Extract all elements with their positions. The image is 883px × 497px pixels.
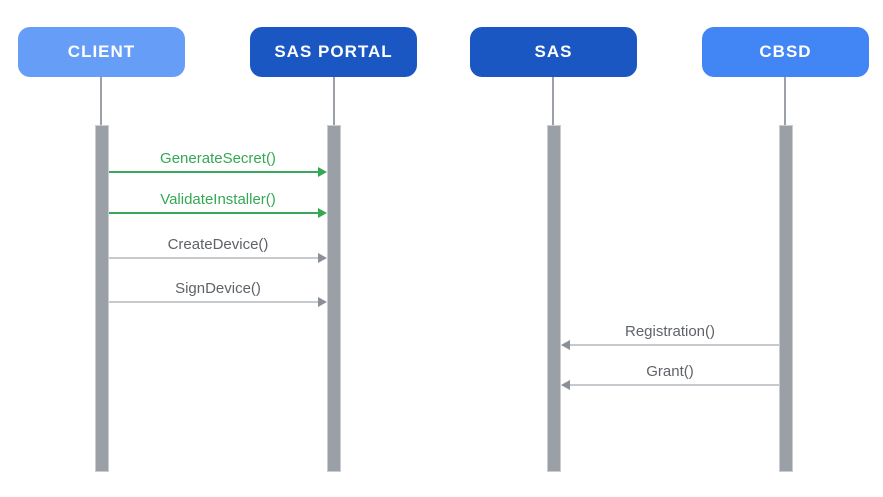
activation-bar-cbsd bbox=[779, 125, 793, 472]
arrowhead bbox=[318, 297, 327, 307]
actor-sas-label: SAS bbox=[534, 42, 573, 61]
actor-sas-portal-label: SAS PORTAL bbox=[274, 42, 393, 61]
actor-client-label: CLIENT bbox=[67, 42, 136, 61]
lifeline-sas bbox=[552, 77, 554, 125]
message-line bbox=[109, 257, 319, 259]
arrowhead bbox=[561, 340, 570, 350]
lifeline-sas-portal bbox=[333, 77, 335, 125]
message-line bbox=[109, 212, 319, 214]
lifeline-client bbox=[100, 77, 102, 125]
activation-bar-client bbox=[95, 125, 109, 472]
actor-sas-portal: SAS PORTAL bbox=[250, 27, 417, 77]
message-line bbox=[109, 171, 319, 173]
actor-sas: SAS bbox=[470, 27, 637, 77]
arrowhead bbox=[318, 253, 327, 263]
message-generate-secret-label: GenerateSecret() bbox=[160, 150, 276, 167]
message-line bbox=[569, 344, 779, 346]
message-create-device-label: CreateDevice() bbox=[167, 236, 269, 253]
actor-cbsd: CBSD bbox=[702, 27, 869, 77]
arrowhead bbox=[318, 167, 327, 177]
message-grant-label: Grant() bbox=[646, 363, 694, 380]
actor-client: CLIENT bbox=[18, 27, 185, 77]
arrowhead bbox=[318, 208, 327, 218]
message-validate-installer-label: ValidateInstaller() bbox=[160, 191, 276, 208]
message-registration-label: Registration() bbox=[624, 323, 716, 340]
activation-bar-sas-portal bbox=[327, 125, 341, 472]
message-sign-device-label: SignDevice() bbox=[175, 280, 261, 297]
message-line bbox=[109, 301, 319, 303]
lifeline-cbsd bbox=[784, 77, 786, 125]
arrowhead bbox=[561, 380, 570, 390]
message-line bbox=[569, 384, 779, 386]
activation-bar-sas bbox=[547, 125, 561, 472]
actor-cbsd-label: CBSD bbox=[759, 42, 812, 61]
